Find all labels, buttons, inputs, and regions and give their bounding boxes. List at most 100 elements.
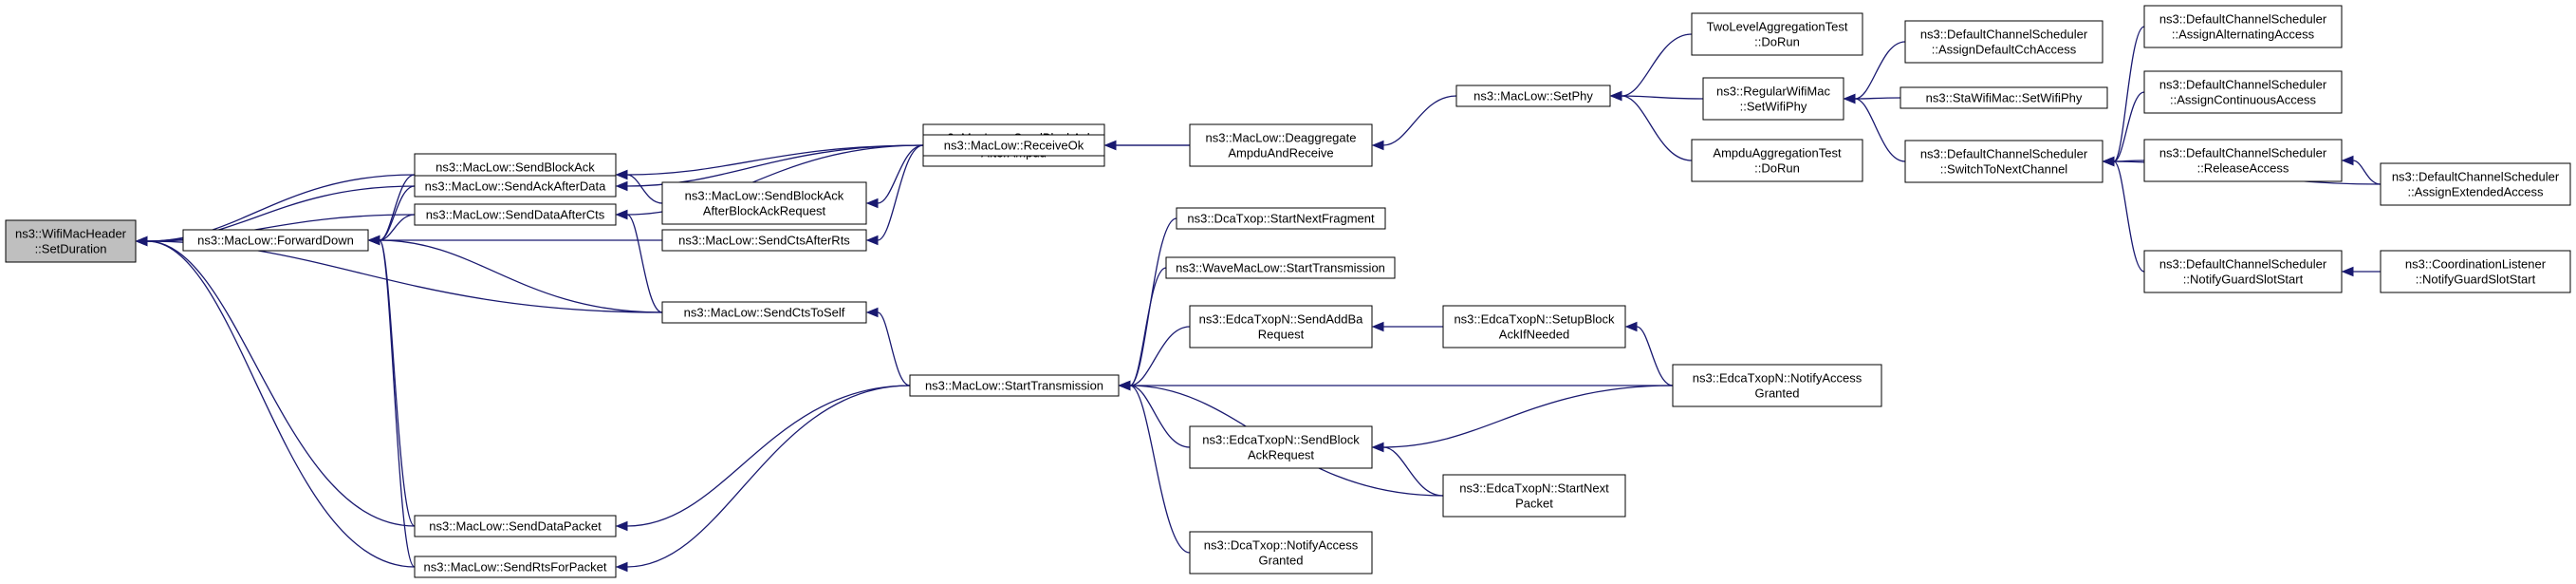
- arrowhead: [1371, 442, 1384, 453]
- node-box: [1702, 77, 1844, 121]
- edge-sendCtsToSelf-to-forwardDown: [367, 235, 663, 313]
- node-box: [1691, 12, 1863, 56]
- arrowhead: [615, 169, 628, 180]
- arrowhead: [2341, 266, 2354, 277]
- edge-line: [379, 214, 416, 241]
- arrowhead: [1371, 321, 1384, 332]
- edge-waveStartTransmission-to-startTransmission: [1118, 267, 1167, 391]
- node-sendCtsToSelf[interactable]: ns3::MacLow::SendCtsToSelf: [661, 301, 867, 324]
- node-label: Request: [1258, 328, 1305, 342]
- node-releaseAccess[interactable]: ns3::DefaultChannelScheduler::ReleaseAcc…: [2143, 139, 2343, 182]
- edge-line: [146, 240, 663, 313]
- node-sendDataPacket[interactable]: ns3::MacLow::SendDataPacket: [414, 515, 617, 537]
- node-box: [1455, 85, 1611, 107]
- arrowhead: [2102, 156, 2115, 167]
- edge-ampduDoRun-to-setPhy: [1609, 90, 1693, 161]
- node-dcaStartNextFragment[interactable]: ns3::DcaTxop::StartNextFragment: [1176, 207, 1386, 230]
- arrowhead: [615, 180, 628, 192]
- node-label: ns3::MacLow::SendDataAfterCts: [426, 208, 605, 222]
- edge-startTransmission-to-sendRtsForPacket: [615, 385, 911, 573]
- edge-edcaStartNextPacket-to-edcaSendBlockAckRequest: [1371, 442, 1444, 497]
- node-switchToNextChannel[interactable]: ns3::DefaultChannelScheduler::SwitchToNe…: [1904, 140, 2103, 183]
- node-sendCtsAfterRts[interactable]: ns3::MacLow::SendCtsAfterRts: [661, 229, 867, 252]
- edge-sendBlockAckResponse-to-forwardDown: [367, 174, 416, 246]
- edge-line: [2352, 160, 2381, 185]
- node-box: [2143, 139, 2343, 182]
- node-assignDefaultCch[interactable]: ns3::DefaultChannelScheduler::AssignDefa…: [1904, 20, 2103, 64]
- node-sendRtsForPacket[interactable]: ns3::MacLow::SendRtsForPacket: [414, 556, 617, 578]
- edge-line: [146, 240, 416, 568]
- edge-edcaNotifyAccessGranted-to-startTransmission: [1118, 380, 1673, 391]
- edge-line: [877, 144, 924, 241]
- edge-line: [1636, 326, 1674, 386]
- edge-layer: [135, 26, 2381, 573]
- node-label: AfterBlockAckRequest: [703, 204, 826, 218]
- edge-line: [1129, 385, 1191, 448]
- arrowhead: [1118, 380, 1131, 391]
- edge-sendDataPacket-to-setDuration: [135, 235, 416, 527]
- arrowhead: [615, 520, 628, 532]
- node-coordNotifyGuard[interactable]: ns3::CoordinationListener::NotifyGuardSl…: [2380, 250, 2571, 293]
- node-forwardDown[interactable]: ns3::MacLow::ForwardDown: [182, 229, 369, 252]
- node-ampduDoRun[interactable]: AmpduAggregationTest::DoRun: [1691, 139, 1863, 182]
- edge-line: [626, 144, 924, 176]
- edge-line: [1621, 33, 1693, 97]
- edge-line: [2113, 26, 2145, 162]
- node-box: [5, 219, 137, 263]
- node-assignContinuous[interactable]: ns3::DefaultChannelScheduler::AssignCont…: [2143, 70, 2343, 114]
- node-label: ::NotifyGuardSlotStart: [2183, 273, 2304, 287]
- edge-line: [2113, 160, 2145, 273]
- edge-sendBlockAckAfterBlockAckRequest-to-sendBlockAckResponse: [615, 169, 663, 204]
- node-layer: ns3::WifiMacHeader::SetDurationns3::MacL…: [5, 5, 2571, 578]
- node-assignExtended[interactable]: ns3::DefaultChannelScheduler::AssignExte…: [2380, 162, 2571, 206]
- node-label: ns3::DefaultChannelScheduler: [2159, 12, 2327, 27]
- node-label: ::SwitchToNextChannel: [1940, 162, 2068, 177]
- node-setDuration[interactable]: ns3::WifiMacHeader::SetDuration: [5, 219, 137, 263]
- node-notifyGuardSlotStart[interactable]: ns3::DefaultChannelScheduler::NotifyGuar…: [2143, 250, 2343, 293]
- node-box: [661, 181, 867, 225]
- node-box: [1900, 86, 2108, 109]
- node-receiveOk[interactable]: ns3::MacLow::ReceiveOk: [922, 134, 1105, 157]
- edge-coordNotifyGuard-to-notifyGuardSlotStart: [2341, 266, 2381, 277]
- node-label: ns3::DcaTxop::StartNextFragment: [1187, 212, 1375, 226]
- node-waveStartTransmission[interactable]: ns3::WaveMacLow::StartTransmission: [1165, 256, 1396, 279]
- arrowhead: [1624, 321, 1638, 332]
- edge-line: [146, 214, 416, 242]
- edge-line: [379, 185, 416, 241]
- node-box: [1691, 139, 1863, 182]
- node-label: ns3::DefaultChannelScheduler: [1920, 147, 2088, 161]
- node-staSetWifiPhy[interactable]: ns3::StaWifiMac::SetWifiPhy: [1900, 86, 2108, 109]
- edge-sendRtsForPacket-to-forwardDown: [367, 235, 416, 568]
- edge-line: [877, 311, 911, 386]
- node-label: AckIfNeeded: [1499, 328, 1569, 342]
- arrowhead: [865, 198, 879, 209]
- edge-line: [626, 385, 911, 568]
- node-startTransmission[interactable]: ns3::MacLow::StartTransmission: [909, 374, 1120, 397]
- arrowhead: [615, 209, 628, 220]
- node-label: ns3::WaveMacLow::StartTransmission: [1176, 261, 1385, 275]
- node-setPhy[interactable]: ns3::MacLow::SetPhy: [1455, 85, 1611, 107]
- arrowhead: [615, 561, 628, 573]
- node-assignAlternating[interactable]: ns3::DefaultChannelScheduler::AssignAlte…: [2143, 5, 2343, 48]
- edge-edcaNotifyAccessGranted-to-edcaSendBlockAckRequest: [1371, 385, 1674, 453]
- node-box: [661, 229, 867, 252]
- node-regularSetWifiPhy[interactable]: ns3::RegularWifiMac::SetWifiPhy: [1702, 77, 1844, 121]
- node-sendDataAfterCts[interactable]: ns3::MacLow::SendDataAfterCts: [414, 203, 617, 226]
- node-label: ns3::MacLow::SetPhy: [1473, 89, 1593, 104]
- node-label: ns3::MacLow::SendDataPacket: [429, 519, 602, 534]
- node-sendAckAfterData[interactable]: ns3::MacLow::SendAckAfterData: [414, 175, 617, 198]
- edge-startTransmission-to-sendCtsToSelf: [865, 307, 911, 386]
- node-sendBlockAckAfterBlockAckRequest[interactable]: ns3::MacLow::SendBlockAckAfterBlockAckRe…: [661, 181, 867, 225]
- arrowhead: [865, 307, 879, 318]
- edge-receiveOk-to-sendBlockAckAfterBlockAckRequest: [865, 144, 924, 209]
- node-twoLevelDoRun[interactable]: TwoLevelAggregationTest::DoRun: [1691, 12, 1863, 56]
- edge-edcaSendBlockAckRequest-to-startTransmission: [1118, 380, 1191, 448]
